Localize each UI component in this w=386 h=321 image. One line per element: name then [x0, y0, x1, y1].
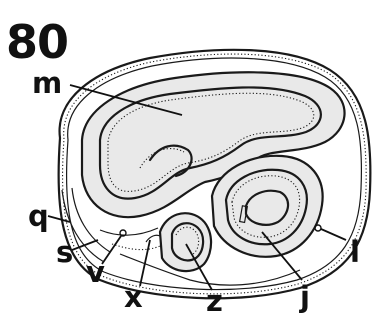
label-v: v: [86, 255, 105, 289]
region-z: [160, 213, 211, 271]
point-l: [315, 225, 321, 231]
label-j: j: [299, 280, 310, 314]
label-s: s: [56, 235, 73, 269]
label-q: q: [28, 199, 49, 233]
figure-number: 80: [6, 15, 68, 69]
label-l: l: [350, 235, 360, 269]
label-z: z: [206, 284, 223, 318]
region-j: [212, 156, 323, 257]
label-m: m: [32, 66, 62, 100]
label-x: x: [124, 280, 143, 314]
